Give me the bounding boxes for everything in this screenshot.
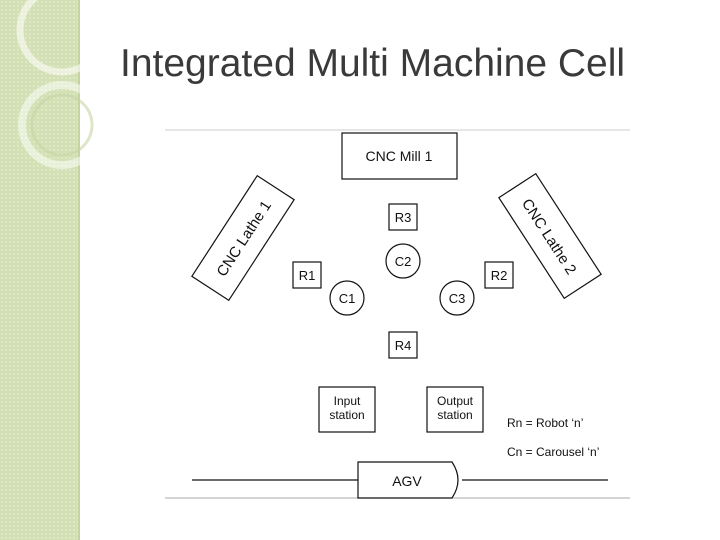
cnc-mill-label: CNC Mill 1 [366,148,433,164]
carousel-c2-label: C2 [395,254,412,269]
output-station-label-line1: Output [437,394,474,408]
robot-r1-box [292,261,322,289]
cnc-lathe-2-box [498,172,602,300]
carousel-c3-circle [439,280,475,316]
cnc-lathe-1-box [191,174,295,302]
deco-ring-large [16,0,108,76]
sidebar-edge [78,0,80,540]
input-station-label-line2: station [329,408,364,422]
output-station-label-line2: station [437,408,472,422]
decorative-rings [16,0,108,169]
agv-vehicle [357,461,459,499]
carousel-c3-label: C3 [449,291,466,306]
input-station-box [318,386,376,433]
carousel-c2-circle [385,243,421,279]
carousel-c1-label: C1 [339,291,356,306]
robot-r2-label: R2 [491,268,508,283]
robot-r4-box [388,331,418,359]
deco-ring-lower [18,81,106,169]
robot-r2-box [484,261,514,289]
input-station-label-line1: Input [334,394,361,408]
legend-carousel: Cn = Carousel ‘n’ [507,445,599,459]
robot-r1-label: R1 [299,268,316,283]
slide-title: Integrated Multi Machine Cell [120,42,626,85]
legend-robot: Rn = Robot ‘n’ [507,416,583,430]
deco-ring-inner [30,93,94,157]
robot-r3-box [388,203,418,231]
robot-r3-label: R3 [395,210,412,225]
output-station-box [426,386,484,433]
agv-label: AGV [392,473,422,489]
carousel-c1-circle [329,280,365,316]
cnc-mill-box [341,132,458,180]
robot-r4-label: R4 [395,338,412,353]
